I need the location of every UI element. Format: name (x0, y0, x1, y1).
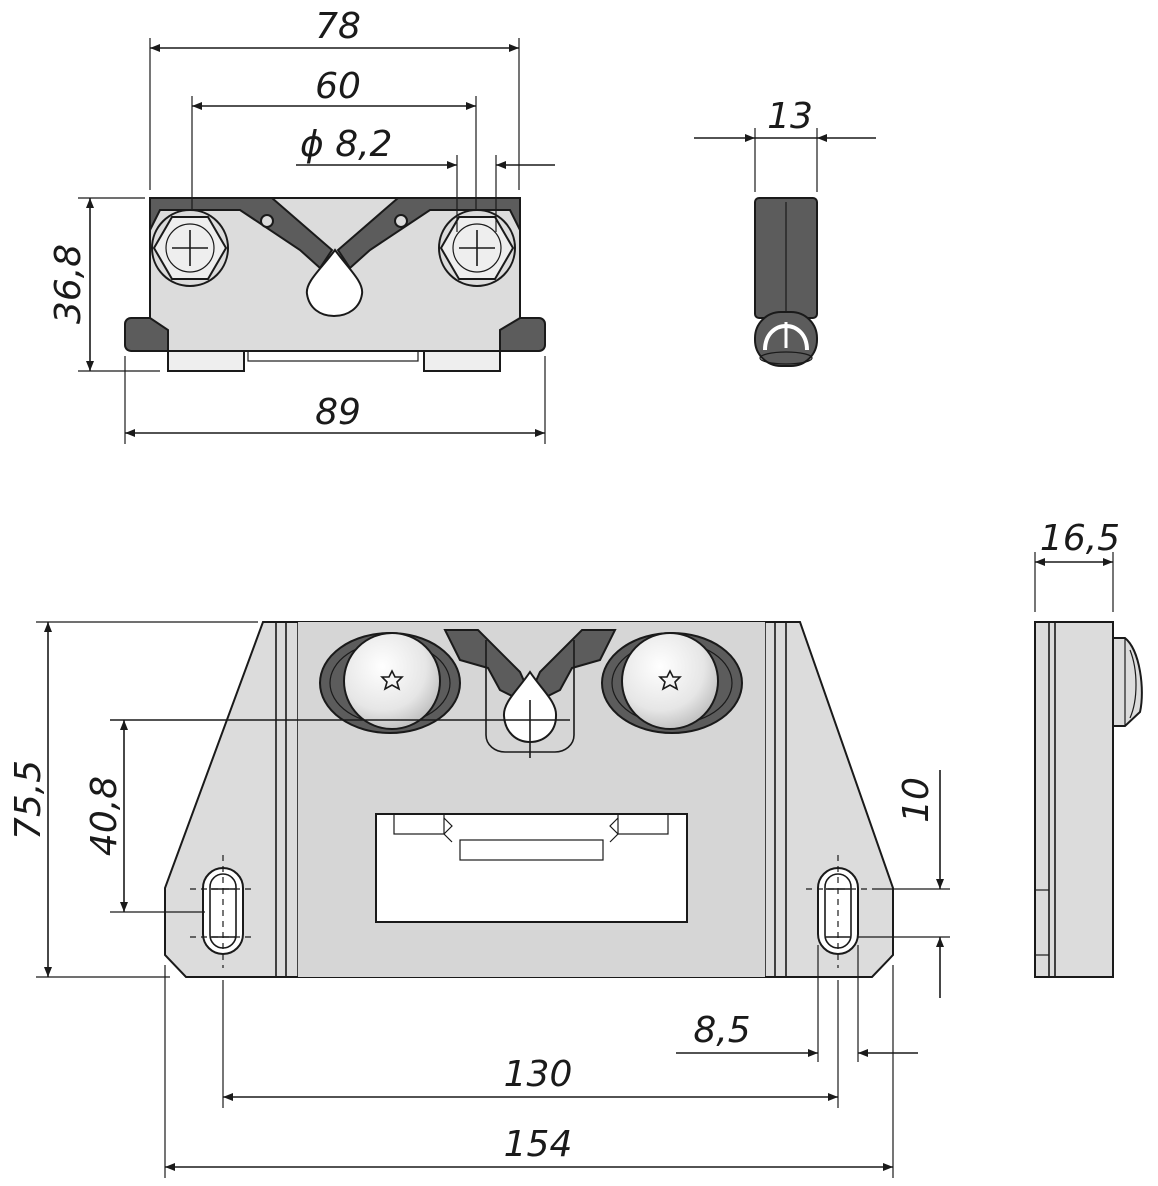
front-screw-left (319, 632, 461, 734)
top-base-pad-left (167, 350, 245, 372)
dim-side-top-width: 13 (767, 96, 813, 137)
top-jaw-right (336, 197, 521, 270)
side-view-top: 13 (694, 96, 876, 367)
top-view: 78 60 ϕ 8,2 36,8 89 (48, 6, 555, 444)
dim-top-overall-width: 78 (315, 6, 361, 47)
front-slot-right (806, 855, 872, 968)
dim-top-hole-spacing: 60 (315, 66, 361, 107)
dim-slot-spacing: 130 (504, 1054, 573, 1095)
dim-top-hole-diameter: ϕ 8,2 (300, 124, 392, 165)
top-keyhole (305, 248, 364, 318)
dim-front-center-height: 40,8 (84, 776, 125, 856)
dim-front-overall-width: 154 (504, 1124, 573, 1165)
top-pin-left (260, 214, 274, 228)
front-window (375, 813, 688, 923)
dim-side-bottom-width: 16,5 (1040, 518, 1120, 559)
top-jaw-left (149, 197, 334, 270)
side-bottom-body (1034, 621, 1114, 978)
top-nut-left (151, 209, 229, 287)
top-base-strip (247, 350, 419, 362)
dim-front-height: 75,5 (8, 760, 49, 840)
dim-slot-width: 8,5 (693, 1010, 750, 1051)
side-view-bottom: 16,5 (1034, 518, 1143, 978)
front-view: 75,5 40,8 10 8,5 130 154 (8, 621, 950, 1178)
front-slot-left (190, 855, 256, 968)
front-screw-right (601, 632, 743, 734)
dim-slot-length: 10 (896, 777, 937, 823)
side-bottom-dome (1112, 637, 1143, 727)
dim-top-height: 36,8 (48, 244, 89, 324)
dim-top-base-width: 89 (315, 392, 361, 433)
top-pin-right (394, 214, 408, 228)
top-nut-right (438, 209, 516, 287)
top-base-pad-right (423, 350, 501, 372)
